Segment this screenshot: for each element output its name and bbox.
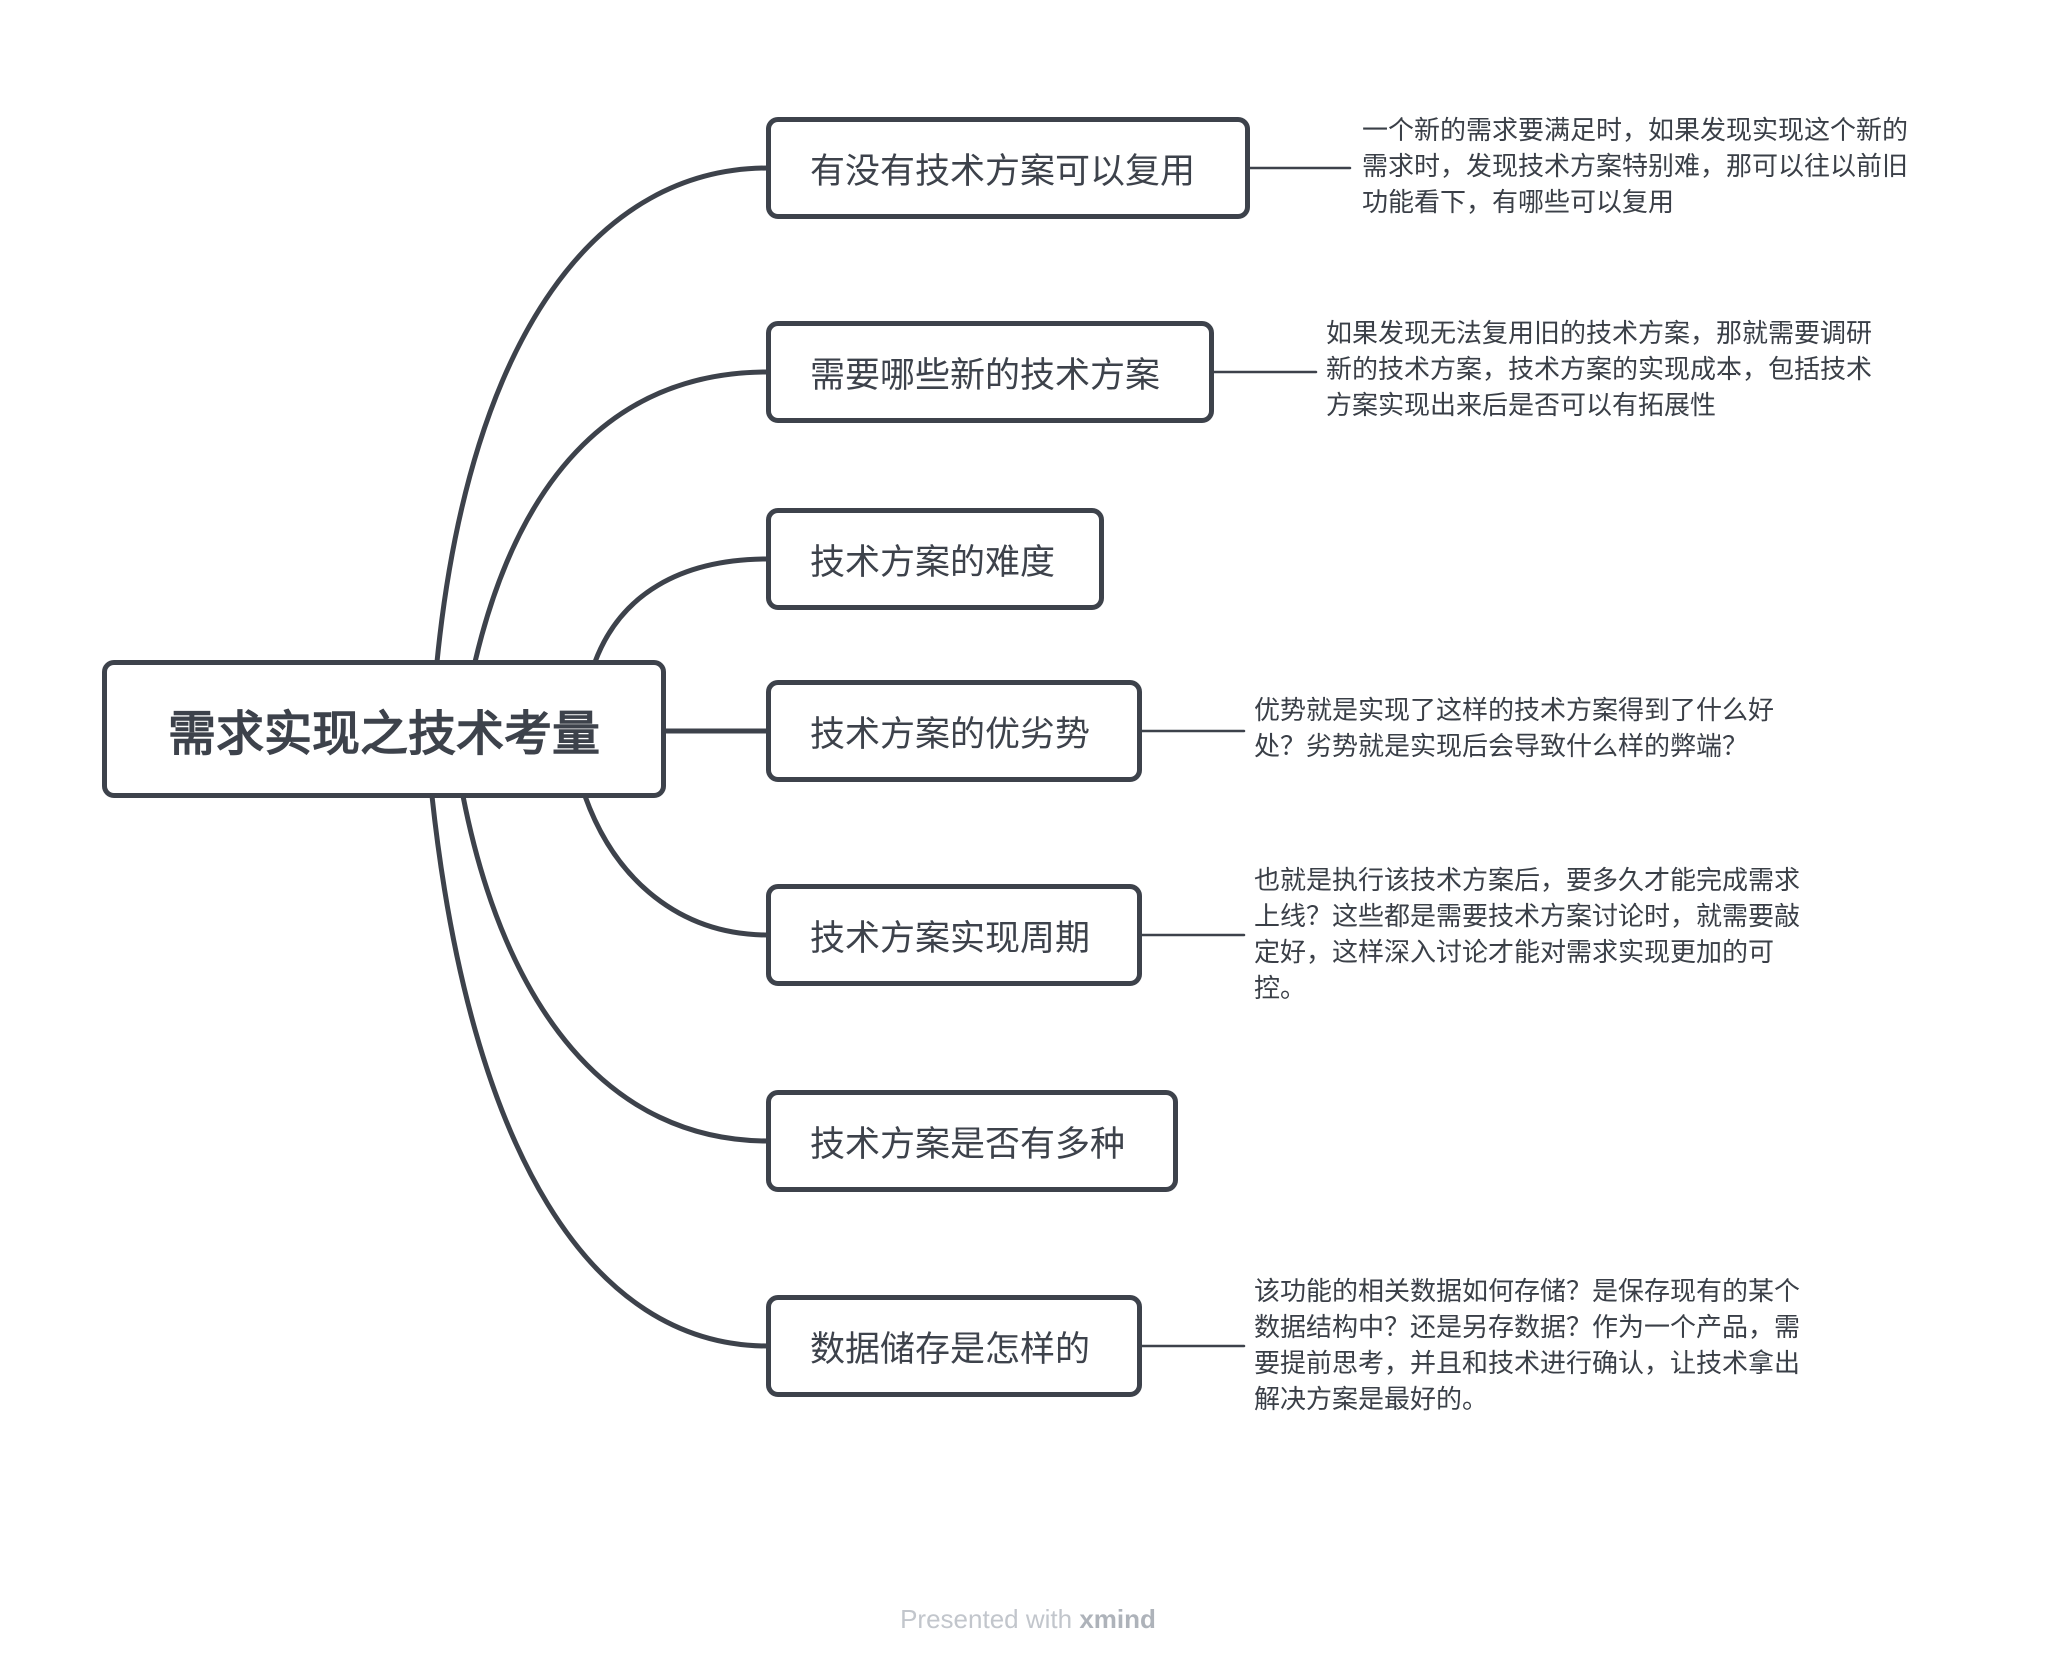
topic-label: 需要哪些新的技术方案 — [810, 355, 1161, 396]
branch-curve — [582, 793, 771, 938]
topic-difficulty[interactable]: 技术方案的难度 — [766, 508, 1104, 610]
note-data-storage: 该功能的相关数据如何存储？是保存现有的某个 数据结构中？还是另存数据？作为一个产… — [1254, 1274, 1800, 1418]
branch-curve — [472, 369, 771, 665]
note-line: 要提前思考，并且和技术进行确认，让技术拿出 — [1254, 1349, 1801, 1379]
topic-label: 技术方案的优劣势 — [810, 714, 1091, 755]
note-line: 一个新的需求要满足时，如果发现实现这个新的 — [1362, 116, 1909, 146]
topic-label: 技术方案实现周期 — [810, 918, 1091, 959]
branch-curve — [429, 793, 771, 1349]
note-line: 该功能的相关数据如何存储？是保存现有的某个 — [1254, 1277, 1801, 1307]
branch-curve — [592, 556, 771, 665]
root-topic-label: 需求实现之技术考量 — [167, 706, 600, 762]
topic-label: 数据储存是怎样的 — [810, 1329, 1091, 1370]
note-line: 优势就是实现了这样的技术方案得到了什么好 — [1254, 696, 1775, 726]
note-timeline: 也就是执行该技术方案后，要多久才能完成需求 上线？这些都是需要技术方案讨论时，就… — [1254, 863, 1800, 1007]
branch-curve — [460, 793, 771, 1144]
topic-label: 技术方案是否有多种 — [810, 1124, 1126, 1165]
note-line: 也就是执行该技术方案后，要多久才能完成需求 — [1254, 866, 1801, 896]
note-line: 功能看下，有哪些可以复用 — [1362, 188, 1675, 218]
branch-curve — [434, 165, 771, 665]
xmind-logo: xmind — [1079, 1604, 1156, 1634]
footer-prefix: Presented with — [900, 1604, 1073, 1634]
note-line: 数据结构中？还是另存数据？作为一个产品，需 — [1254, 1313, 1801, 1343]
topic-multiple-options[interactable]: 技术方案是否有多种 — [766, 1090, 1178, 1192]
note-reuse: 一个新的需求要满足时，如果发现实现这个新的 需求时，发现技术方案特别难，那可以往… — [1362, 113, 1908, 221]
topic-pros-cons[interactable]: 技术方案的优劣势 — [766, 680, 1142, 782]
note-pros-cons: 优势就是实现了这样的技术方案得到了什么好 处？劣势就是实现后会导致什么样的弊端？ — [1254, 693, 1774, 765]
note-new-solutions: 如果发现无法复用旧的技术方案，那就需要调研 新的技术方案，技术方案的实现成本，包… — [1326, 316, 1872, 424]
note-line: 解决方案是最好的。 — [1254, 1385, 1489, 1415]
topic-reuse[interactable]: 有没有技术方案可以复用 — [766, 117, 1250, 219]
note-line: 控。 — [1254, 974, 1307, 1004]
note-line: 新的技术方案，技术方案的实现成本，包括技术 — [1326, 355, 1873, 385]
note-line: 处？劣势就是实现后会导致什么样的弊端？ — [1254, 732, 1749, 762]
note-line: 方案实现出来后是否可以有拓展性 — [1326, 391, 1717, 421]
note-line: 需求时，发现技术方案特别难，那可以往以前旧 — [1362, 152, 1909, 182]
presented-with-xmind: Presented with xmind — [0, 1604, 2056, 1635]
topic-data-storage[interactable]: 数据储存是怎样的 — [766, 1295, 1142, 1397]
note-line: 如果发现无法复用旧的技术方案，那就需要调研 — [1326, 319, 1873, 349]
topic-label: 技术方案的难度 — [810, 542, 1056, 583]
note-line: 定好，这样深入讨论才能对需求实现更加的可 — [1254, 938, 1775, 968]
topic-label: 有没有技术方案可以复用 — [810, 151, 1196, 192]
root-topic[interactable]: 需求实现之技术考量 — [102, 660, 666, 798]
note-line: 上线？这些都是需要技术方案讨论时，就需要敲 — [1254, 902, 1801, 932]
topic-timeline[interactable]: 技术方案实现周期 — [766, 884, 1142, 986]
topic-new-solutions[interactable]: 需要哪些新的技术方案 — [766, 321, 1214, 423]
